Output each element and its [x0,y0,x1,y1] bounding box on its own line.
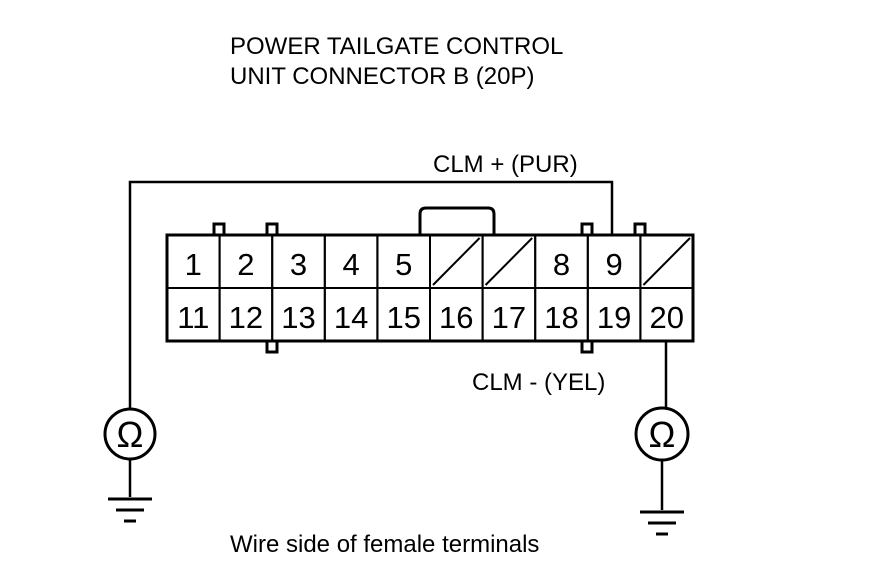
lock-tab [580,339,594,354]
connector-latch [418,206,496,234]
terminal-number: 2 [237,247,254,282]
unused-cavity-slash [432,237,481,286]
terminal-number: 11 [177,300,209,335]
terminal-number: 15 [386,300,420,335]
lock-tab [265,222,279,237]
test-wires [128,180,668,510]
clm-minus-label: CLM - (YEL) [472,369,605,396]
terminal-number: 13 [281,300,315,335]
lock-tab [633,222,647,237]
terminal-number: 19 [597,300,631,335]
ohmmeter-icon: Ω [634,406,690,462]
terminal-number: 14 [334,300,368,335]
terminal-number: 20 [649,300,683,335]
lock-tab [265,339,279,354]
terminal-number: 16 [439,300,473,335]
lock-tab [212,222,226,237]
ohm-symbol: Ω [649,414,676,455]
lock-tab [580,222,594,237]
unused-cavity-slash [642,237,691,286]
diagram-title-line1: POWER TAILGATE CONTROL [230,33,563,60]
terminal-number: 1 [185,247,202,282]
terminal-number: 4 [342,247,359,282]
unused-cavity-slash [484,237,533,286]
terminal-number: 17 [492,300,526,335]
diagram-title-line2: UNIT CONNECTOR B (20P) [230,63,535,90]
ohmmeter-icon: Ω [103,407,157,461]
ohm-symbol: Ω [117,414,144,455]
terminal-number: 8 [553,247,570,282]
ground-icon [640,510,684,536]
diagram-caption: Wire side of female terminals [230,531,539,558]
terminal-number: 12 [229,300,263,335]
clm-plus-wire [128,180,614,408]
terminal-number: 9 [605,247,622,282]
terminal-number: 3 [290,247,307,282]
terminal-number: 5 [395,247,412,282]
ground-icon [108,497,152,523]
terminal-number: 18 [544,300,578,335]
clm-plus-label: CLM + (PUR) [433,151,578,178]
